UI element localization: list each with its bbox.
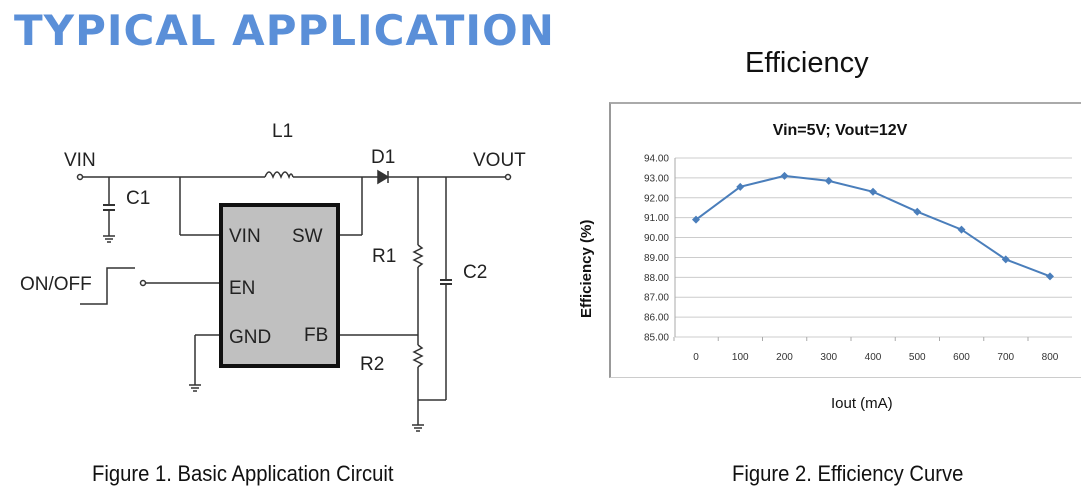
y-tick-label: 87.00 — [644, 293, 669, 304]
vout-label: VOUT — [473, 150, 526, 171]
pin-fb-label: FB — [304, 325, 328, 346]
c1-label: C1 — [126, 188, 150, 209]
figure1-caption: Figure 1. Basic Application Circuit — [92, 461, 394, 486]
y-tick-label: 85.00 — [644, 333, 669, 344]
x-tick-label: 400 — [865, 352, 882, 363]
pin-sw-label: SW — [292, 226, 323, 247]
on-off-label: ON/OFF — [20, 274, 92, 295]
c2-label: C2 — [463, 262, 487, 283]
chart-title: Vin=5V; Vout=12V — [773, 122, 908, 139]
data-point — [957, 225, 966, 234]
d1-label: D1 — [371, 147, 395, 168]
y-tick-label: 86.00 — [644, 313, 669, 324]
x-tick-label: 0 — [693, 352, 699, 363]
y-tick-label: 91.00 — [644, 213, 669, 224]
data-point — [736, 182, 745, 191]
vin-label: VIN — [64, 150, 96, 171]
x-tick-label: 800 — [1042, 352, 1059, 363]
y-tick-label: 92.00 — [644, 193, 669, 204]
data-point — [824, 176, 833, 185]
resistor-r2 — [412, 344, 424, 368]
x-tick-label: 700 — [997, 352, 1014, 363]
inductor-l1 — [264, 171, 294, 180]
y-tick-label: 88.00 — [644, 273, 669, 284]
resistor-r1 — [412, 244, 424, 268]
x-tick-label: 100 — [732, 352, 749, 363]
y-tick-label: 93.00 — [644, 173, 669, 184]
chart-frame — [609, 102, 1081, 378]
y-tick-label: 90.00 — [644, 233, 669, 244]
l1-label: L1 — [272, 121, 293, 142]
y-tick-label: 94.00 — [644, 154, 669, 165]
converter-ic — [219, 203, 340, 368]
data-point — [780, 171, 789, 180]
figure2-caption: Figure 2. Efficiency Curve — [732, 461, 964, 486]
x-tick-label: 300 — [820, 352, 837, 363]
x-tick-label: 500 — [909, 352, 926, 363]
r1-label: R1 — [372, 246, 396, 267]
r2-label: R2 — [360, 354, 384, 375]
pin-en-label: EN — [229, 278, 255, 299]
y-tick-label: 89.00 — [644, 253, 669, 264]
data-point — [692, 215, 700, 224]
data-point — [913, 207, 922, 216]
x-axis-label: Iout (mA) — [831, 395, 893, 412]
x-tick-label: 600 — [953, 352, 970, 363]
data-point — [1046, 272, 1054, 281]
pin-gnd-label: GND — [229, 327, 271, 348]
data-point — [1001, 255, 1010, 264]
data-point — [869, 187, 877, 196]
application-circuit: VIN VOUT L1 D1 C1 C2 R1 R2 ON/OFF VIN SW… — [20, 121, 526, 432]
section-title: TYPICAL APPLICATION — [14, 6, 555, 55]
efficiency-heading: Efficiency — [745, 47, 869, 79]
x-tick-label: 200 — [776, 352, 793, 363]
pin-vin-label: VIN — [229, 226, 261, 247]
y-axis-label: Efficiency (%) — [578, 219, 595, 318]
diode-d1 — [377, 169, 390, 185]
